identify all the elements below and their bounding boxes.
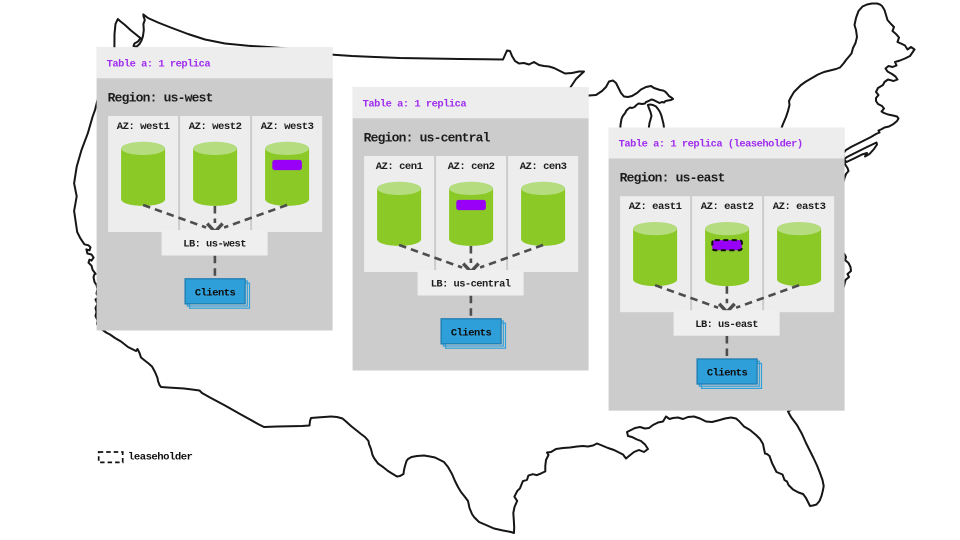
svg-text:AZ: west2: AZ: west2 bbox=[189, 121, 242, 133]
svg-text:LB: us-west: LB: us-west bbox=[183, 239, 246, 251]
svg-text:AZ: west1: AZ: west1 bbox=[117, 121, 170, 133]
svg-text:Region: us-west: Region: us-west bbox=[108, 90, 213, 105]
svg-text:AZ: east2: AZ: east2 bbox=[701, 201, 754, 213]
svg-text:Clients: Clients bbox=[707, 368, 748, 380]
svg-text:leaseholder: leaseholder bbox=[128, 452, 193, 464]
svg-text:AZ: west3: AZ: west3 bbox=[261, 121, 314, 133]
svg-text:Table a: 1 replica (leaseholde: Table a: 1 replica (leaseholder) bbox=[619, 139, 803, 151]
svg-text:AZ: cen3: AZ: cen3 bbox=[520, 161, 567, 173]
svg-text:LB: us-east: LB: us-east bbox=[695, 319, 758, 331]
svg-text:Region: us-central: Region: us-central bbox=[364, 130, 491, 145]
svg-text:Table a: 1 replica: Table a: 1 replica bbox=[107, 58, 212, 70]
svg-text:AZ: cen1: AZ: cen1 bbox=[376, 161, 423, 173]
svg-text:AZ: east3: AZ: east3 bbox=[773, 201, 826, 213]
svg-text:Table a: 1 replica: Table a: 1 replica bbox=[363, 98, 468, 110]
svg-text:LB: us-central: LB: us-central bbox=[431, 279, 511, 291]
svg-text:Region: us-east: Region: us-east bbox=[620, 171, 725, 186]
svg-text:Clients: Clients bbox=[451, 327, 492, 339]
svg-text:AZ: cen2: AZ: cen2 bbox=[448, 161, 495, 173]
svg-text:AZ: east1: AZ: east1 bbox=[629, 201, 682, 213]
svg-text:Clients: Clients bbox=[195, 287, 236, 299]
